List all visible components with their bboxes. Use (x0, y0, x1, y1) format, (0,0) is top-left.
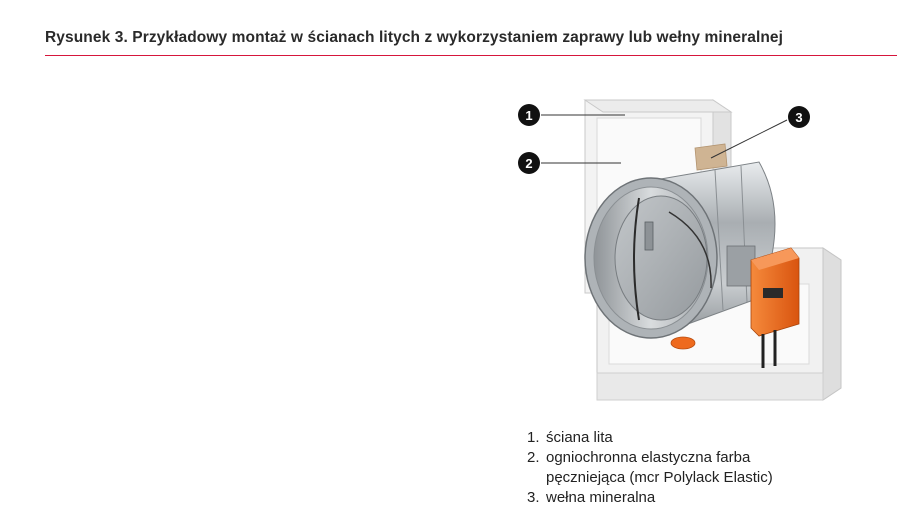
figure-legend: 1. ściana lita 2. ogniochronna elastyczn… (527, 428, 773, 508)
damper-installation-illustration: 1 2 3 (518, 99, 842, 401)
legend-text: wełna mineralna (546, 489, 656, 506)
legend-item: 2. ogniochronna elastyczna farba pęcznie… (527, 448, 773, 488)
legend-item: 1. ściana lita (527, 428, 773, 448)
callout-1: 1 (518, 104, 540, 126)
title-divider (45, 55, 897, 56)
callout-3-leader (710, 119, 788, 159)
svg-text:1: 1 (525, 108, 532, 123)
figure-title: Rysunek 3. Przykładowy montaż w ścianach… (45, 29, 784, 46)
fire-damper (584, 161, 776, 350)
legend-text: ściana lita (546, 429, 613, 446)
callout-2: 2 (518, 152, 540, 174)
legend-number: 3. (527, 489, 540, 506)
legend-item: 3. wełna mineralna (527, 488, 773, 508)
legend-number: 2. (527, 449, 540, 466)
svg-text:2: 2 (525, 156, 532, 171)
callout-3: 3 (788, 106, 810, 128)
svg-text:3: 3 (795, 110, 802, 125)
mineral-wool-strip (694, 143, 728, 171)
legend-number: 1. (527, 429, 540, 446)
legend-text: ogniochronna elastyczna farba pęczniejąc… (546, 449, 773, 486)
actuator (726, 245, 800, 368)
